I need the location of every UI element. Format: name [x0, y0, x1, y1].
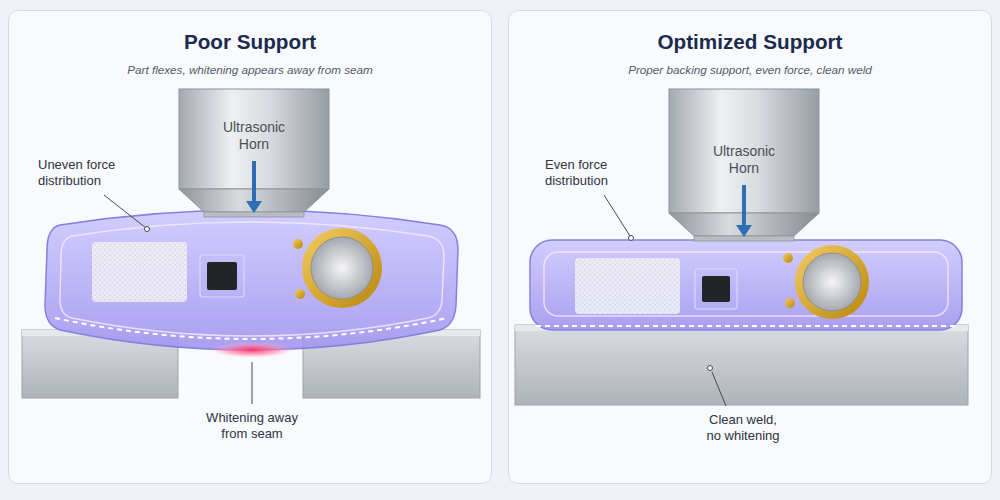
- panel-heading: Optimized Support: [509, 28, 991, 56]
- contact-pin: [293, 239, 303, 249]
- leader-line: [104, 195, 146, 228]
- part-housing: [530, 240, 962, 330]
- contact-pin: [295, 289, 305, 299]
- callout-label: Whitening away from seam: [200, 410, 304, 442]
- coin-cell: [311, 237, 373, 299]
- callout-label: Clean weld, no whitening: [701, 412, 785, 444]
- force-arrowhead: [736, 225, 752, 237]
- horn-shape: [174, 89, 334, 217]
- panel-subtitle: Proper backing support, even force, clea…: [509, 62, 991, 78]
- full-support: [515, 325, 968, 405]
- flexed-part: [45, 210, 458, 358]
- filter-mesh: [575, 258, 680, 314]
- weld-seam: [55, 318, 448, 339]
- horn-label: Ultrasonic Horn: [699, 143, 789, 177]
- whitening-mark: [210, 342, 294, 358]
- battery-holder: [302, 228, 382, 308]
- ultrasonic-horn: Ultrasonic Horn: [174, 89, 334, 217]
- switch-component: [207, 262, 237, 290]
- ultrasonic-horn: Ultrasonic Horn: [664, 89, 824, 241]
- coin-cell: [803, 253, 861, 311]
- switch-frame: [200, 255, 244, 297]
- leader-dot: [708, 366, 713, 371]
- part-housing: [45, 210, 458, 350]
- callout-label: Uneven force distribution: [38, 157, 150, 189]
- contact-pin: [783, 253, 793, 263]
- support-block: [515, 325, 968, 405]
- callout-text: Clean weld, no whitening: [701, 412, 785, 444]
- callout-label: Even force distribution: [545, 157, 657, 189]
- force-arrow: [742, 185, 746, 227]
- part-rim: [60, 222, 444, 336]
- leader-dot: [629, 236, 634, 241]
- switch-frame: [695, 269, 737, 309]
- panel-subtitle: Part flexes, whitening appears away from…: [9, 62, 491, 78]
- switch-component: [702, 276, 730, 302]
- flat-part: [530, 240, 962, 330]
- panel-ground: [8, 10, 492, 484]
- callout-text: Even force distribution: [545, 157, 657, 189]
- contact-pin: [785, 298, 795, 308]
- panel-ground: [508, 10, 992, 484]
- horn-label: Ultrasonic Horn: [209, 119, 299, 153]
- panel-heading: Poor Support: [9, 28, 491, 56]
- leader-dot: [145, 227, 150, 232]
- force-arrowhead: [246, 201, 262, 213]
- leader-lines: [104, 195, 252, 404]
- force-arrow: [252, 161, 256, 203]
- leader-line: [712, 372, 726, 406]
- weld-seam: [536, 325, 956, 327]
- battery-holder: [795, 245, 869, 319]
- filter-mesh: [92, 242, 187, 302]
- part-rim: [544, 252, 948, 316]
- callout-text: Whitening away from seam: [200, 410, 304, 442]
- callout-text: Uneven force distribution: [38, 157, 150, 189]
- leader-line: [252, 362, 253, 404]
- leader-line: [604, 195, 630, 236]
